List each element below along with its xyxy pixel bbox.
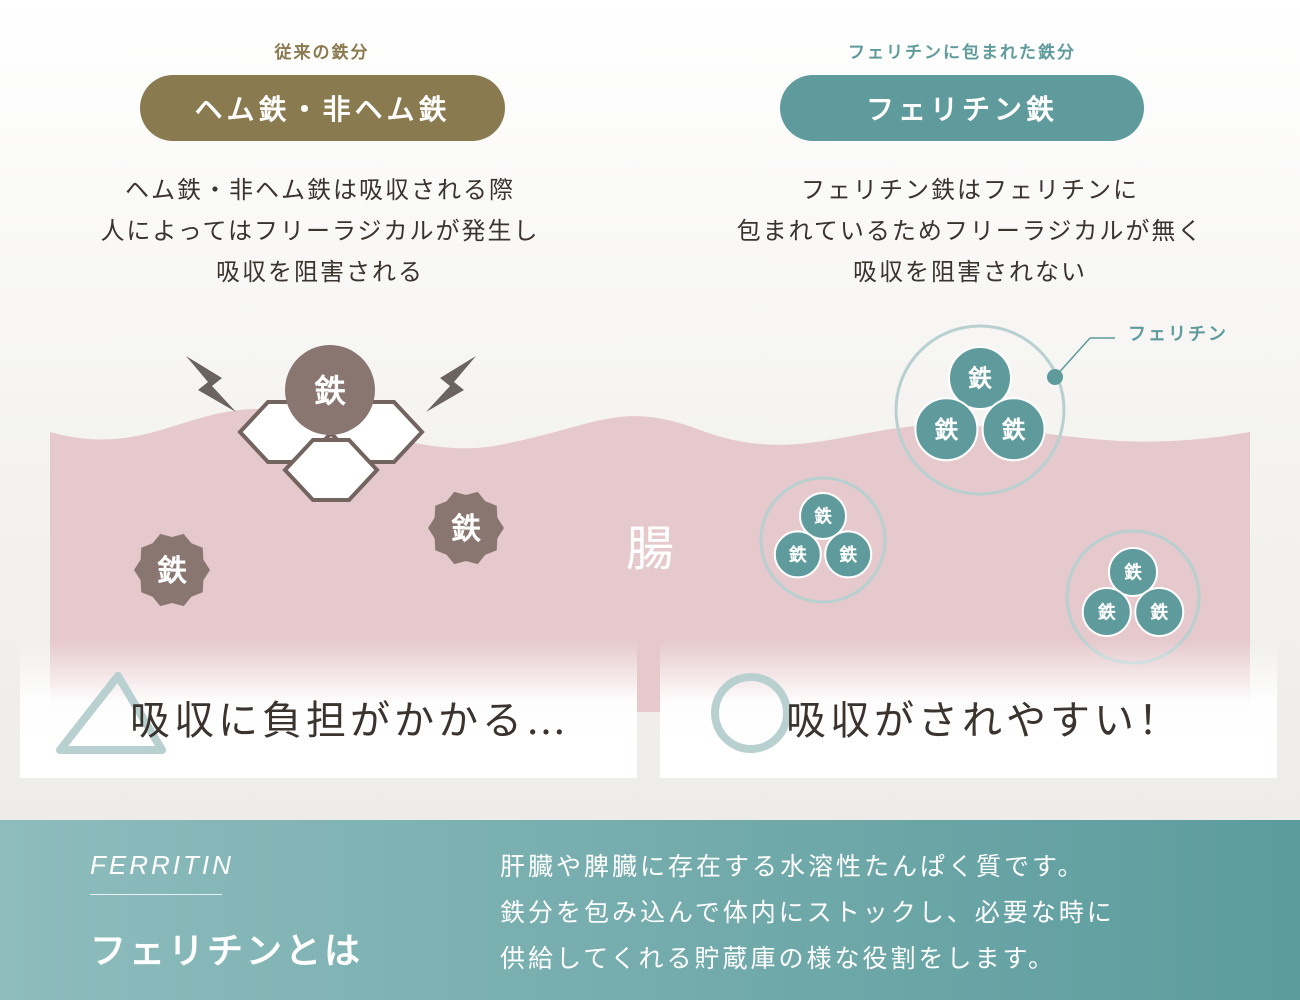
lightning-icon xyxy=(426,356,476,412)
ferritin-iron-node xyxy=(1134,587,1185,637)
badge-shape xyxy=(428,491,504,565)
free-radical-hexagon-cluster: 鉄 xyxy=(237,345,425,502)
left-result-banner xyxy=(20,640,637,778)
right-iron-type-pill: フェリチン鉄 xyxy=(780,75,1144,141)
footer-description: 肝臓や脾臓に存在する水溶性たんぱく質です。 鉄分を包み込んで体内にストックし、必… xyxy=(500,844,1115,982)
footer-title: フェリチンとは xyxy=(90,930,364,972)
iron-label: 鉄 xyxy=(814,505,832,526)
ferritin-cluster-large: 鉄鉄鉄 xyxy=(894,324,1066,496)
right-result-banner xyxy=(660,640,1277,778)
iron-label: 鉄 xyxy=(789,544,807,565)
footer-description-line: 供給してくれる貯蔵庫の様な役割をします。 xyxy=(500,944,1057,973)
ferritin-iron-node xyxy=(948,346,1012,410)
left-result-text: 吸収に負担がかかる… xyxy=(130,698,570,744)
ferritin-iron-node xyxy=(1081,587,1132,637)
ferritin-shell xyxy=(759,476,887,604)
left-description: ヘム鉄・非ヘム鉄は吸収される際 人によってはフリーラジカルが発生し 吸収を阻害さ… xyxy=(20,170,620,293)
iron-badge: 鉄 xyxy=(428,491,504,565)
iron-label: 鉄 xyxy=(1098,601,1116,622)
ferritin-callout-label: フェリチン xyxy=(1128,324,1228,344)
right-result-text: 吸収がされやすい！ xyxy=(786,698,1182,744)
iron-label: 鉄 xyxy=(1124,561,1142,582)
right-description-line: 吸収を阻害されない xyxy=(853,258,1087,286)
left-category-label: 従来の鉄分 xyxy=(274,43,370,63)
ferritin-iron-node xyxy=(1108,547,1158,597)
ferritin-iron-node xyxy=(824,530,873,579)
iron-label: 鉄 xyxy=(314,373,346,409)
iron-node xyxy=(285,345,375,435)
footer-description-line: 肝臓や脾臓に存在する水溶性たんぱく質です。 xyxy=(500,852,1086,881)
right-description-line: 包まれているためフリーラジカルが無く xyxy=(736,217,1204,245)
ferritin-cluster-small: 鉄鉄鉄 xyxy=(1065,529,1201,665)
badge-shape xyxy=(134,533,210,607)
ferritin-iron-node xyxy=(773,530,822,579)
footer-description-line: 鉄分を包み込んで体内にストックし、必要な時に xyxy=(500,898,1115,927)
footer-divider xyxy=(90,894,222,895)
triangle-icon xyxy=(56,672,166,754)
ferritin-iron-node xyxy=(799,492,847,540)
lightning-icon xyxy=(186,356,236,412)
callout-dot xyxy=(1047,369,1063,385)
left-description-line: 人によってはフリーラジカルが発生し xyxy=(100,217,540,245)
iron-label: 鉄 xyxy=(839,544,857,565)
iron-label: 鉄 xyxy=(451,512,481,546)
iron-label: 鉄 xyxy=(1150,601,1168,622)
left-description-line: ヘム鉄・非ヘム鉄は吸収される際 xyxy=(125,176,515,204)
ferritin-iron-node xyxy=(981,397,1046,462)
absorption-diagram: 鉄 鉄 鉄 腸 鉄鉄鉄 鉄鉄鉄 鉄鉄鉄 フェリチン xyxy=(50,324,1250,712)
ferritin-shell xyxy=(894,324,1066,496)
ferritin-cluster-medium: 鉄鉄鉄 xyxy=(759,476,887,604)
ferritin-info-footer: FERRITIN フェリチンとは 肝臓や脾臓に存在する水溶性たんぱく質です。 鉄… xyxy=(0,820,1300,1000)
right-description-line: フェリチン鉄はフェリチンに xyxy=(801,176,1139,204)
right-description: フェリチン鉄はフェリチンに 包まれているためフリーラジカルが無く 吸収を阻害され… xyxy=(660,170,1280,293)
iron-label: 鉄 xyxy=(968,365,992,393)
iron-label: 鉄 xyxy=(934,416,958,444)
right-category-label: フェリチンに包まれた鉄分 xyxy=(848,43,1076,63)
hexagon-shape xyxy=(282,438,380,502)
left-iron-type-pill: ヘム鉄・非ヘム鉄 xyxy=(140,75,505,141)
iron-label: 鉄 xyxy=(1002,416,1026,444)
ferritin-iron-node xyxy=(914,397,979,462)
iron-badge: 鉄 xyxy=(134,533,210,607)
iron-label: 鉄 xyxy=(157,554,187,588)
left-description-line: 吸収を阻害される xyxy=(216,258,424,286)
footer-en-title: FERRITIN xyxy=(90,850,234,880)
intestine-label: 腸 xyxy=(626,521,674,577)
circle-icon xyxy=(711,673,791,753)
callout-line xyxy=(1054,337,1091,378)
